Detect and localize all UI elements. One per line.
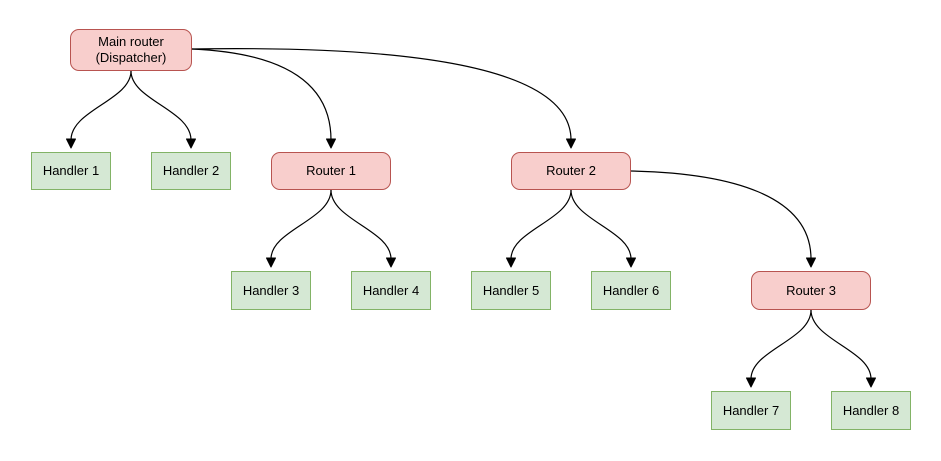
node-label-handler-3: Handler 3 [242,282,300,298]
arrowhead-router-1-to-handler-4 [386,257,396,268]
edge-main-router-to-router-2 [191,48,572,141]
node-label-router-2: Router 2 [546,163,596,178]
node-handler-1[interactable]: Handler 1 [31,152,111,190]
node-handler-4[interactable]: Handler 4 [351,271,431,310]
edge-router-2-to-handler-5 [510,189,572,260]
edge-main-router-to-handler-2 [130,70,192,141]
edge-router-1-to-handler-4 [330,189,392,260]
node-router-2[interactable]: Router 2 [511,152,631,190]
arrowhead-router-3-to-handler-8 [866,377,876,388]
node-label-handler-7: Handler 7 [722,402,780,418]
node-main-router[interactable]: Main router (Dispatcher) [70,29,192,71]
node-label-router-1: Router 1 [306,163,356,178]
node-label-handler-2: Handler 2 [162,163,220,178]
arrowhead-main-router-to-handler-2 [186,138,196,149]
node-handler-5[interactable]: Handler 5 [471,271,551,310]
node-label-handler-1: Handler 1 [42,163,100,178]
edge-router-2-to-handler-6 [570,189,632,260]
arrowhead-main-router-to-router-2 [566,138,576,149]
node-router-3[interactable]: Router 3 [751,271,871,310]
node-handler-6[interactable]: Handler 6 [591,271,671,310]
node-label-router-3: Router 3 [786,282,836,298]
node-label-handler-5: Handler 5 [482,282,540,298]
edge-main-router-to-router-1 [191,48,332,141]
edge-router-3-to-handler-8 [810,309,872,380]
node-label-main-router: Main router (Dispatcher) [95,34,167,65]
arrowhead-main-router-to-handler-1 [66,138,76,149]
arrowhead-router-1-to-handler-3 [266,257,276,268]
arrowhead-router-3-to-handler-7 [746,377,756,388]
arrowhead-router-2-to-handler-5 [506,257,516,268]
edge-router-2-to-router-3 [630,170,812,260]
edge-main-router-to-handler-1 [70,70,132,141]
arrowhead-router-2-to-router-3 [806,257,816,268]
edge-router-1-to-handler-3 [270,189,332,260]
node-router-1[interactable]: Router 1 [271,152,391,190]
arrowhead-router-2-to-handler-6 [626,257,636,268]
arrowhead-main-router-to-router-1 [326,138,336,149]
node-handler-7[interactable]: Handler 7 [711,391,791,430]
edge-router-3-to-handler-7 [750,309,812,380]
node-handler-2[interactable]: Handler 2 [151,152,231,190]
node-label-handler-8: Handler 8 [842,402,900,418]
node-handler-3[interactable]: Handler 3 [231,271,311,310]
node-label-handler-4: Handler 4 [362,282,420,298]
node-handler-8[interactable]: Handler 8 [831,391,911,430]
node-label-handler-6: Handler 6 [602,282,660,298]
